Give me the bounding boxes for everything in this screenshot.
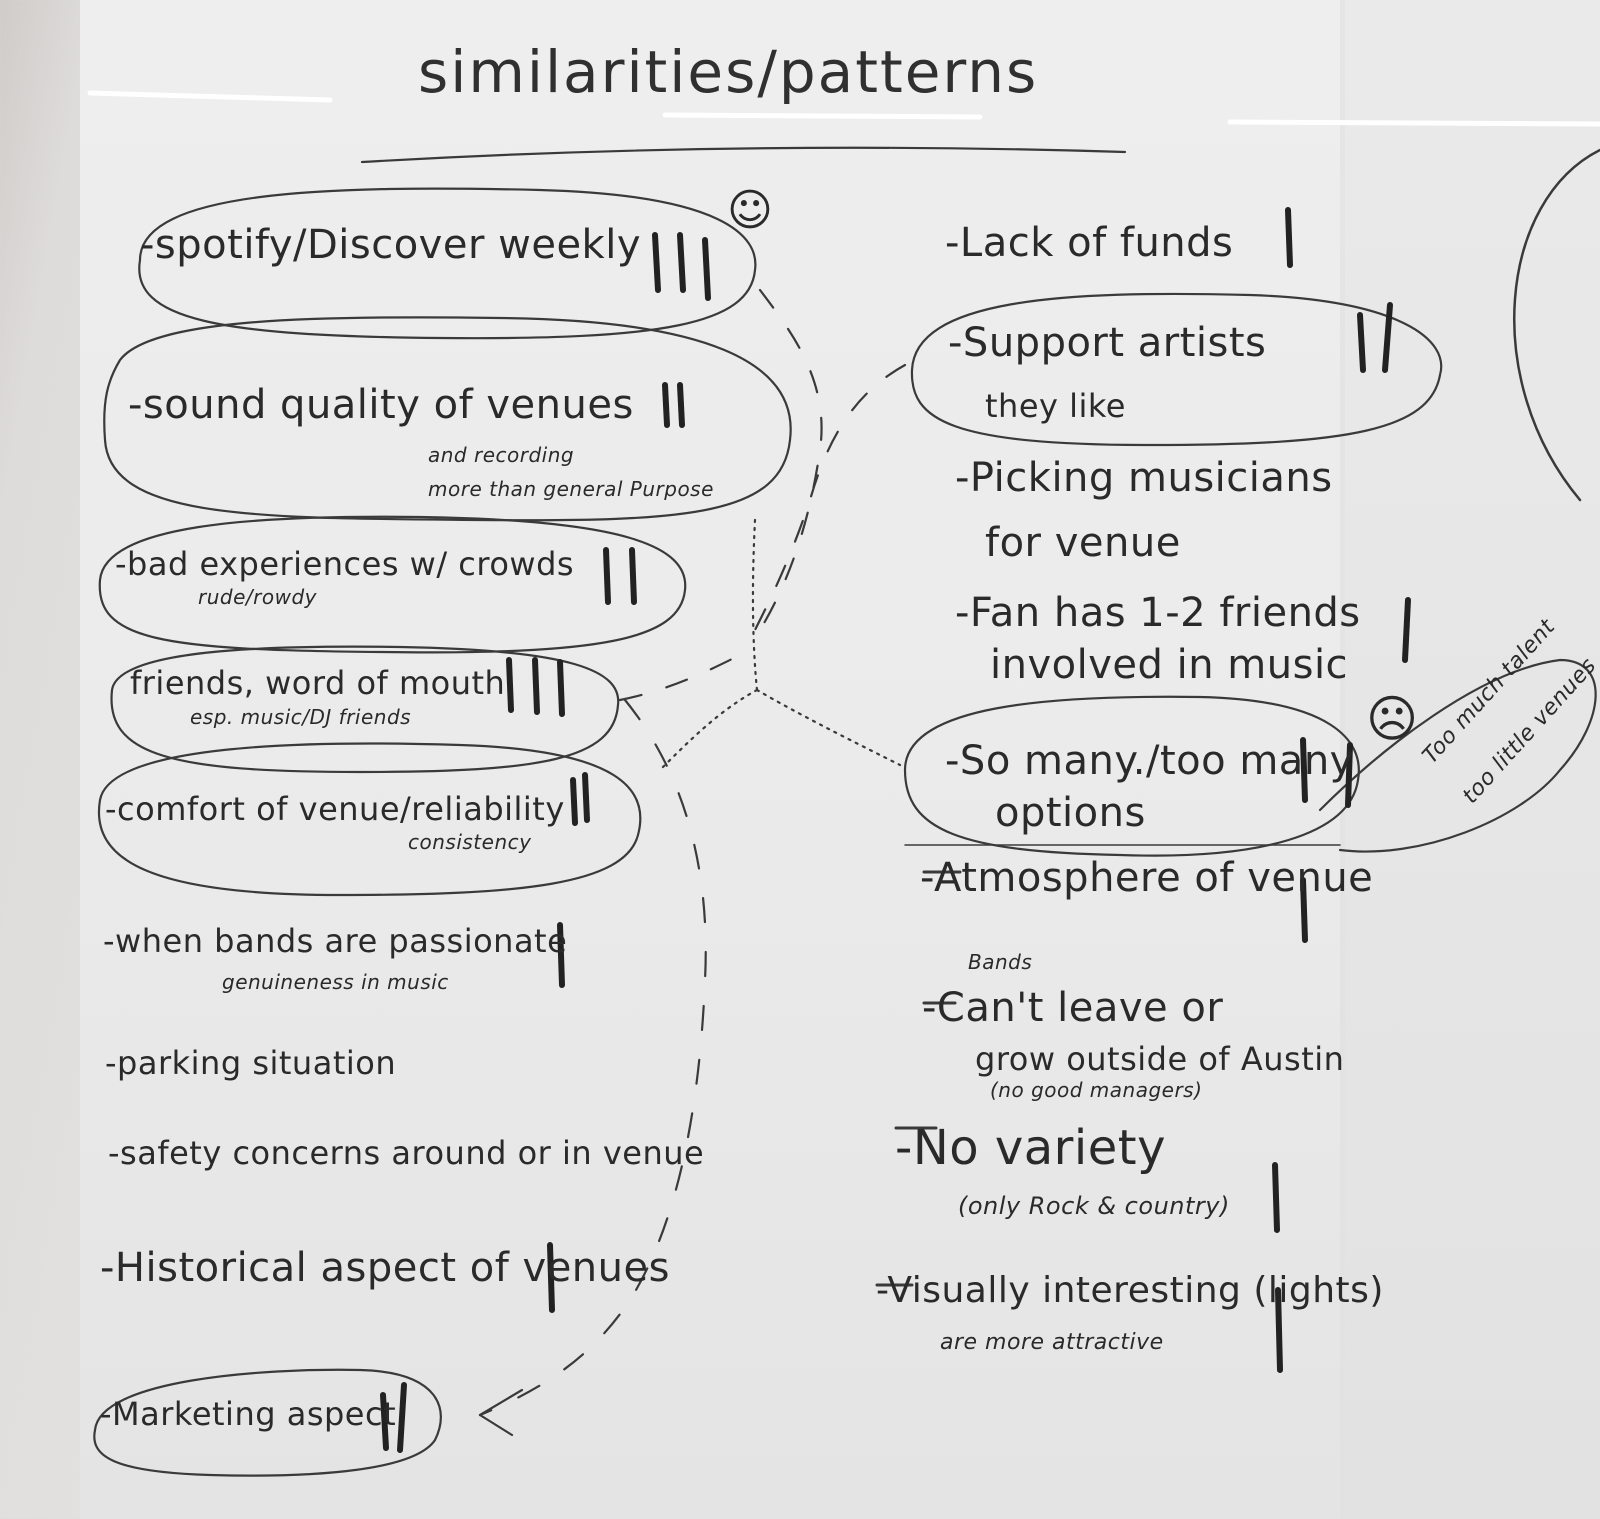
connector-options [755,688,902,767]
bubble-friends [110,645,620,774]
bubble-support [910,292,1443,447]
note-visually-interesting: -Visually interesting (lights) [876,1270,1384,1311]
page-title: similarities/patterns [418,38,1039,106]
sad-face-icon: ☹ [1366,690,1419,748]
note-picking-musicians: -Picking musicians [955,455,1333,501]
note-cant-leave-sub: (no good managers) [990,1078,1203,1102]
note-picking-musicians-line2: for venue [985,520,1181,566]
note-no-variety: -No variety [895,1120,1166,1176]
connector-support [753,363,907,632]
bubble-spotify [138,187,757,340]
bubble-options [903,695,1360,857]
bubble-sound [103,316,792,522]
note-sound-quality: -sound quality of venues [128,382,634,428]
note-marketing: -Marketing aspect [100,1395,397,1433]
note-cant-leave: -Can't leave or [922,985,1224,1031]
bubble-crowds [98,515,687,654]
arrow-head-icon [478,1388,524,1437]
note-fan-friends: -Fan has 1-2 friends [955,590,1361,636]
note-friends-sub: esp. music/DJ friends [190,705,412,729]
connector-marketing [478,698,707,1417]
note-historical: -Historical aspect of venues [100,1245,670,1291]
light-reflection [1227,119,1600,127]
note-support-artists-line2: they like [985,387,1126,425]
note-parking: -parking situation [105,1044,397,1082]
light-reflection [662,112,983,120]
note-too-many-options-line2: options [995,790,1146,836]
bubble-marketing [93,1368,442,1477]
note-bands-label: Bands [968,950,1033,974]
note-bands-passionate-sub: genuineness in music [222,970,449,994]
glass-panel-right [1345,0,1600,1519]
glass-panel-left [80,0,1340,1519]
note-support-artists: -Support artists [948,320,1267,366]
note-friends: friends, word of mouth [130,664,506,702]
note-atmosphere: -Atmosphere of venue [920,855,1374,901]
note-crowds: -bad experiences w/ crowds [115,545,575,583]
note-cant-leave-line2: grow outside of Austin [975,1040,1345,1078]
light-reflection [87,90,333,103]
connector-spotify [758,288,823,632]
title-underline [360,146,1127,164]
arc-right [1513,148,1600,502]
note-too-many-options: -So many./too many [945,738,1354,784]
note-bands-passionate: -when bands are passionate [103,922,568,960]
note-safety: -safety concerns around or in venue [108,1134,705,1172]
note-lack-of-funds: -Lack of funds [945,220,1234,266]
note-spotify: -spotify/Discover weekly [140,222,642,268]
note-sound-sub-2: more than general Purpose [428,477,714,501]
connector-sound [751,518,759,692]
bubble-side-note [1318,658,1597,853]
connector-friends [618,653,742,702]
note-visually-interesting-line2: are more attractive [940,1330,1164,1355]
note-sound-sub-1: and recording [428,443,575,467]
note-comfort: -comfort of venue/reliability [105,790,565,828]
connector-comfort [658,688,759,772]
bubble-comfort [97,742,642,897]
note-no-variety-sub: (only Rock & country) [958,1192,1230,1220]
note-comfort-sub: consistency [408,830,532,854]
happy-face-icon: ☺ [727,185,774,236]
note-fan-friends-line2: involved in music [990,642,1349,688]
note-crowds-sub: rude/rowdy [198,585,317,609]
